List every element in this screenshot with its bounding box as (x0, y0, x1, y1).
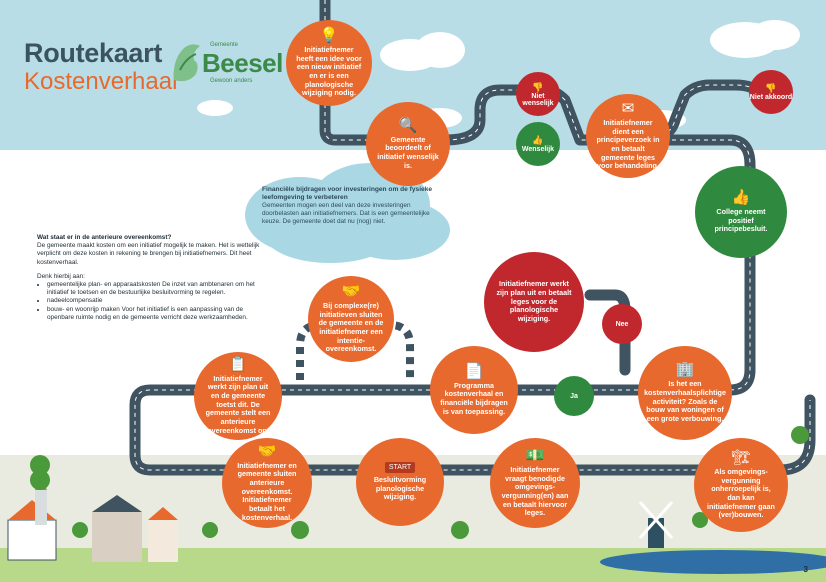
handshake-icon: 🤝 (257, 442, 277, 460)
pond (600, 550, 826, 574)
magnifier-icon: 🔍 (398, 116, 418, 134)
step-plan-elaboration-text: Initiatiefnemer werkt zijn plan uit en b… (496, 279, 572, 323)
step-college-decision: 👍 College neemt positief principebesluit… (695, 166, 787, 258)
buildings-icon: 🏢 (675, 361, 695, 379)
page-number: 3 (803, 565, 808, 574)
title-line-2: Kostenverhaal (24, 68, 178, 95)
left-info-list: gemeentelijke plan- en apparaatskosten D… (37, 281, 262, 322)
step-idea: 💡 Initiatiefnemer heeft een idee voor ee… (286, 20, 372, 106)
logo-tagline: Gewoon anders (210, 78, 253, 84)
cloud-note-heading: Financiële bijdragen voor investeringen … (262, 186, 433, 202)
step-anterior-agreement-text: Initiatiefnemer en gemeente sluiten ante… (237, 460, 297, 522)
documents-icon: 📋 (228, 355, 248, 373)
list-item: gemeentelijke plan- en apparaatskosten D… (47, 281, 262, 297)
list-item: bouw- en woonrijp maken Voor het initiat… (47, 306, 262, 322)
step-programme-text: Programma kostenverhaal en financiële bi… (440, 380, 508, 416)
step-plan-elaboration: Initiatiefnemer werkt zijn plan uit en b… (484, 252, 584, 352)
decision-ja: Ja (554, 376, 594, 416)
thumbs-up-icon: 👍 (532, 135, 544, 145)
blue-cloud (245, 163, 450, 263)
step-principle-request: ✉ Initiatiefnemer dient een principeverz… (586, 94, 670, 178)
decision-nee-text: Nee (615, 320, 629, 328)
step-college-decision-text: College neemt positief principebesluit. (714, 207, 768, 234)
step-assessment: 🔍 Gemeente beoordeelt of initiatief wens… (366, 102, 450, 186)
left-info: Wat staat er in de anterieure overeenkom… (37, 234, 262, 322)
decision-niet-wenselijk-text: Niet wenselijk (522, 92, 554, 107)
step-cost-recovery-check-text: Is het een kostenverhaalsplichtige activ… (644, 379, 726, 423)
decision-wenselijk-text: Wenselijk (521, 146, 555, 153)
documents-icon: 📄 (464, 362, 484, 380)
left-info-intro: De gemeente maakt kosten om een initiati… (37, 242, 260, 266)
construction-icon: 🏗 (731, 449, 751, 467)
decision-niet-akkoord: 👎 Niet akkoord (749, 70, 793, 114)
step-anterior-draft: 📋 Initiatiefnemer werkt zijn plan uit en… (194, 352, 282, 440)
step-build-text: Als omgevings-vergunning onherroepelijk … (707, 467, 775, 520)
step-permit-application-text: Initiatiefnemer vraagt benodigde omgevin… (501, 465, 569, 518)
left-info-heading: Wat staat er in de anterieure overeenkom… (37, 234, 172, 241)
logo-name: Beesel (202, 48, 283, 78)
step-programme: 📄 Programma kostenverhaal en financiële … (430, 346, 518, 434)
optional-loop (296, 321, 414, 380)
step-intention-agreement: 🤝 Bij complexe(re) initiatieven sluiten … (308, 276, 394, 362)
step-decision-making: START Besluitvorming planologische wijzi… (356, 438, 444, 526)
logo-gemeente: Gemeente (210, 42, 239, 48)
step-principle-request-text: Initiatiefnemer dient een principeverzoe… (596, 118, 660, 171)
step-decision-making-text: Besluitvorming planologische wijziging. (373, 475, 427, 502)
start-sign-icon: START (384, 462, 416, 474)
thumbs-down-icon: 👎 (532, 81, 544, 92)
step-permit-application: 💵 Initiatiefnemer vraagt benodigde omgev… (490, 438, 580, 528)
step-assessment-text: Gemeente beoordeelt of initiatief wensel… (377, 134, 439, 170)
cloud-note: Financiële bijdragen voor investeringen … (262, 186, 442, 226)
left-info-list-heading: Denk hierbij aan: (37, 272, 85, 280)
step-cost-recovery-check: 🏢 Is het een kostenverhaalsplichtige act… (638, 346, 732, 440)
step-idea-text: Initiatiefnemer heeft een idee voor een … (296, 45, 362, 98)
money-icon: 💵 (525, 447, 545, 465)
windmill (638, 426, 809, 548)
thumbs-down-icon: 👎 (765, 83, 777, 93)
beesel-logo: Gemeente Beesel Gewoon anders (170, 38, 283, 94)
decision-niet-wenselijk: 👎 Niet wenselijk (516, 72, 560, 116)
title-line-1: Routekaart (24, 38, 163, 68)
village-left (7, 455, 469, 562)
dragon-icon (173, 44, 200, 82)
lightbulb-icon: 💡 (319, 27, 339, 45)
decision-ja-text: Ja (570, 392, 578, 400)
decision-nee: Nee (602, 304, 642, 344)
step-anterior-draft-text: Initiatiefnemer werkt zijn plan uit en d… (205, 373, 271, 435)
envelope-icon: ✉ (621, 100, 635, 118)
step-build: 🏗 Als omgevings-vergunning onherroepelij… (694, 438, 788, 532)
list-item: nadeelcompensatie (47, 297, 262, 305)
step-intention-agreement-text: Bij complexe(re) initiatieven sluiten de… (318, 301, 384, 354)
decision-niet-akkoord-text: Niet akkoord (749, 94, 793, 101)
step-anterior-agreement: 🤝 Initiatiefnemer en gemeente sluiten an… (222, 438, 312, 528)
decision-wenselijk: 👍 Wenselijk (516, 122, 560, 166)
handshake-icon: 🤝 (341, 283, 361, 301)
cloud-note-body: Gemeenten mogen een deel van deze invest… (262, 202, 430, 226)
thumbs-up-icon: 👍 (731, 189, 751, 207)
